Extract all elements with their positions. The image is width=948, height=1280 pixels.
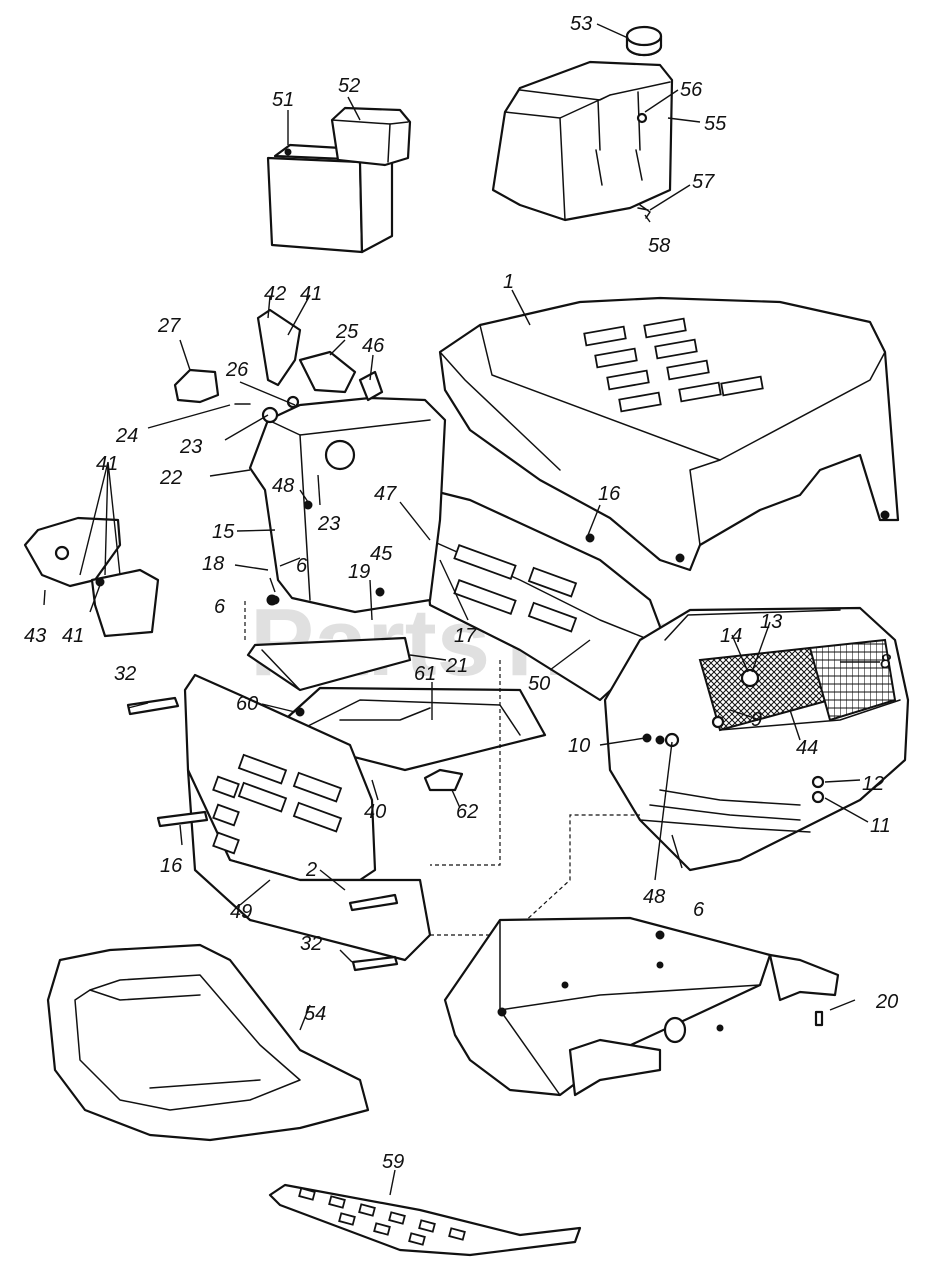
callout-57: 57 bbox=[692, 171, 715, 193]
callout-50: 50 bbox=[528, 673, 550, 695]
callout-56: 56 bbox=[680, 79, 703, 101]
battery-cover bbox=[330, 106, 412, 167]
side-rail bbox=[423, 488, 667, 702]
callout-53: 53 bbox=[570, 13, 592, 35]
callout-48-nose: 48 bbox=[643, 886, 665, 908]
callout-45: 45 bbox=[370, 543, 393, 565]
left-bracket bbox=[23, 516, 160, 638]
callout-49: 49 bbox=[230, 901, 252, 923]
callout-23-lower: 23 bbox=[317, 513, 340, 535]
callout-32-lower: 32 bbox=[300, 933, 322, 955]
callout-18: 18 bbox=[202, 553, 224, 575]
callout-41-bottom: 41 bbox=[62, 625, 84, 647]
callout-6-dash: 6 bbox=[296, 555, 308, 577]
switch-bracket bbox=[173, 308, 384, 424]
callout-42: 42 bbox=[264, 283, 286, 305]
callout-61: 61 bbox=[414, 663, 436, 685]
frame bbox=[443, 916, 840, 1097]
nose-housing bbox=[603, 606, 910, 872]
floor-bracket bbox=[246, 636, 412, 692]
callout-14: 14 bbox=[720, 625, 742, 647]
callout-16-bolt: 16 bbox=[160, 855, 183, 877]
callout-16-rail: 16 bbox=[598, 483, 621, 505]
seat bbox=[46, 943, 370, 1142]
callout-13: 13 bbox=[760, 611, 782, 633]
callout-23-upper: 23 bbox=[179, 436, 202, 458]
callout-62: 62 bbox=[456, 801, 478, 823]
callout-21: 21 bbox=[445, 655, 468, 677]
callout-19: 19 bbox=[348, 561, 370, 583]
callout-8: 8 bbox=[880, 651, 891, 673]
callout-20: 20 bbox=[875, 991, 898, 1013]
fuel-cap bbox=[625, 25, 663, 57]
fuel-fittings bbox=[636, 112, 651, 219]
callout-55: 55 bbox=[704, 113, 727, 135]
running-board bbox=[183, 600, 640, 962]
callout-40: 40 bbox=[364, 801, 386, 823]
callout-44: 44 bbox=[796, 737, 818, 759]
callout-52: 52 bbox=[338, 75, 360, 97]
callout-26: 26 bbox=[225, 359, 249, 381]
callout-41-top: 41 bbox=[300, 283, 322, 305]
callout-6-left: 6 bbox=[214, 596, 226, 618]
callout-51: 51 bbox=[272, 89, 294, 111]
callout-60: 60 bbox=[236, 693, 258, 715]
callout-46: 46 bbox=[362, 335, 385, 357]
callout-15: 15 bbox=[212, 521, 235, 543]
callout-47: 47 bbox=[374, 483, 397, 505]
callout-1: 1 bbox=[503, 271, 514, 293]
callout-27: 27 bbox=[157, 315, 181, 337]
callout-24: 24 bbox=[115, 425, 138, 447]
callout-6-nose: 6 bbox=[693, 899, 705, 921]
leader-lines bbox=[43, 23, 880, 1196]
callouts: 1 2 6 6 6 8 9 10 11 12 13 14 15 16 16 17… bbox=[24, 13, 898, 1173]
callout-17: 17 bbox=[454, 625, 477, 647]
callout-41-left: 41 bbox=[96, 453, 118, 475]
callout-10: 10 bbox=[568, 735, 590, 757]
hood bbox=[438, 296, 900, 572]
callout-12: 12 bbox=[862, 773, 884, 795]
callout-32-upper: 32 bbox=[114, 663, 136, 685]
callout-25: 25 bbox=[335, 321, 359, 343]
fuel-tank bbox=[491, 60, 674, 222]
footrest-plate bbox=[268, 1183, 582, 1257]
callout-48-dash: 48 bbox=[272, 475, 294, 497]
callout-43: 43 bbox=[24, 625, 46, 647]
callout-22: 22 bbox=[159, 467, 182, 489]
callout-54: 54 bbox=[304, 1003, 326, 1025]
callout-59: 59 bbox=[382, 1151, 404, 1173]
callout-2: 2 bbox=[305, 859, 317, 881]
callout-58: 58 bbox=[648, 235, 670, 257]
callout-11: 11 bbox=[870, 815, 891, 837]
callout-9: 9 bbox=[751, 709, 762, 731]
